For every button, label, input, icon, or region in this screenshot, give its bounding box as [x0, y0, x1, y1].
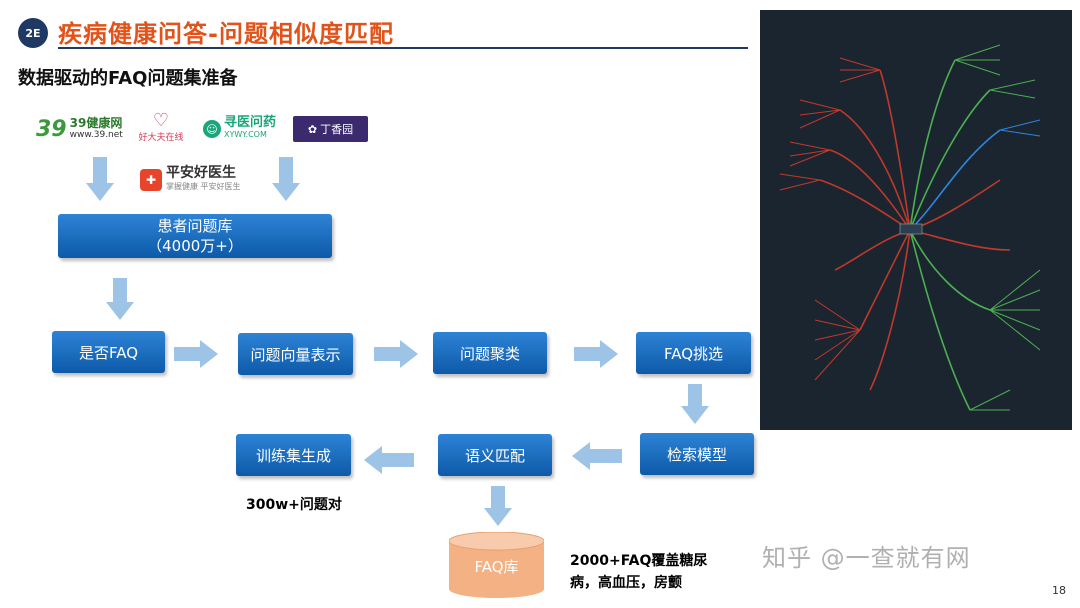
page-title: 疾病健康问答-问题相似度匹配 [58, 20, 394, 48]
page-number: 18 [1052, 584, 1066, 597]
logo-haodf-name: 好大夫在线 [138, 133, 184, 143]
qa-pairs-note: 300w+问题对 [246, 497, 342, 513]
question-cluster-box: 问题聚类 [433, 332, 547, 374]
logo-dxy-name: 丁香园 [320, 123, 354, 136]
logo-pingan-mark-icon: ✚ [140, 169, 162, 191]
logo-pingan-slogan: 掌握健康 平安好医生 [166, 182, 241, 191]
page-subtitle: 数据驱动的FAQ问题集准备 [18, 68, 238, 89]
arrow-right-3 [574, 340, 618, 368]
logo-39-mark-icon: 39 [36, 116, 67, 142]
arrow-down-left [86, 157, 114, 201]
patient-db-label: 患者问题库 [157, 217, 233, 235]
semantic-match-box: 语义匹配 [438, 434, 552, 476]
logo-39-url: www.39.net [69, 130, 123, 140]
title-underline [58, 47, 748, 49]
logo-pingan: ✚ 平安好医生 掌握健康 平安好医生 [140, 164, 241, 196]
arrow-down-to-faqdb [484, 486, 512, 526]
arrow-left-2 [364, 446, 414, 474]
zhihu-watermark: 知乎 @一查就有网 [762, 544, 971, 572]
faq-coverage-line2: 病，高血压，房颤 [570, 575, 682, 591]
arrow-down-right [272, 157, 300, 201]
is-faq-box: 是否FAQ [52, 331, 165, 373]
logo-haodf: ♡ 好大夫在线 [136, 112, 186, 146]
faq-select-box: FAQ挑选 [636, 332, 751, 374]
heart-icon: ♡ [152, 110, 170, 131]
faq-coverage-note: 2000+FAQ覆盖糖尿 病，高血压，房颤 [570, 550, 707, 594]
arrow-right-2 [374, 340, 418, 368]
logo-39-name: 39健康网 [69, 116, 123, 130]
section-badge: 2E [18, 18, 48, 48]
faq-db-label: FAQ库 [474, 558, 519, 576]
mindmap-graphic [779, 44, 1041, 411]
logo-39-health: 39 39健康网 www.39.net [36, 115, 123, 143]
logo-pingan-name: 平安好医生 [166, 165, 236, 181]
patient-question-db-box: 患者问题库 （4000万+） [58, 214, 332, 258]
logo-xywy-name: 寻医问药 [224, 115, 277, 130]
logo-xywy-url: XYWY.COM [224, 130, 267, 139]
faq-coverage-line1: 2000+FAQ覆盖糖尿 [570, 553, 708, 569]
logo-dxy: ✿ 丁香园 [293, 116, 368, 142]
training-set-box: 训练集生成 [236, 434, 351, 476]
question-vector-box: 问题向量表示 [238, 333, 353, 375]
arrow-down-to-retrieval [681, 384, 709, 424]
logo-dxy-mark-icon: ✿ [307, 122, 318, 136]
logo-xywy-mark-icon: ☺ [203, 120, 221, 138]
arrow-right-1 [174, 340, 218, 368]
logo-xywy: ☺ 寻医问药 XYWY.COM [203, 115, 276, 143]
mindmap-image [760, 10, 1072, 430]
patient-db-count: （4000万+） [147, 237, 243, 255]
faq-db-cylinder: FAQ库 [449, 532, 544, 598]
arrow-down-to-isfaq [106, 278, 134, 320]
retrieval-model-box: 检索模型 [640, 433, 754, 475]
arrow-left-1 [572, 442, 622, 470]
